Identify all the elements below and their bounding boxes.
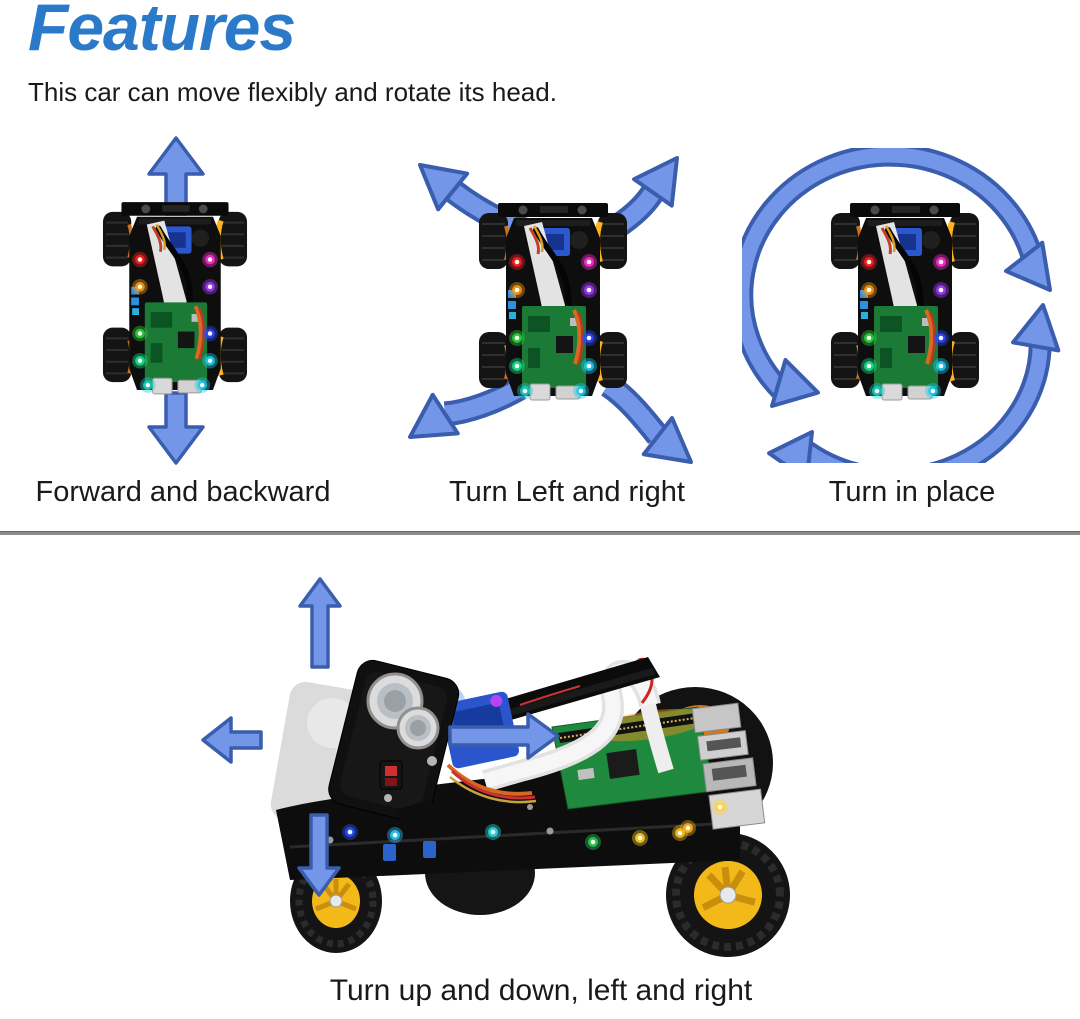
- rotation-arc-bottom-icon: [767, 299, 1068, 463]
- tilt-up-arrow-icon: [298, 577, 342, 669]
- robot-car-side-view: [276, 657, 790, 957]
- curved-arrow-bottom-left-icon: [400, 377, 527, 459]
- section-divider: [0, 531, 1080, 535]
- down-arrow-icon: [147, 391, 205, 465]
- curved-arrow-top-right-icon: [608, 142, 698, 239]
- page-subtitle: This car can move flexibly and rotate it…: [28, 77, 557, 107]
- figure-turn-left-right-illustration: [400, 142, 708, 470]
- figure-caption-turn-left-right: Turn Left and right: [449, 476, 685, 508]
- figure-head-pan-tilt-illustration: [201, 577, 790, 957]
- figure-caption-forward-backward: Forward and backward: [35, 476, 331, 508]
- figure-caption-turn-in-place: Turn in place: [828, 476, 996, 508]
- robot-car-top-view: [479, 203, 627, 400]
- figure-forward-backward-illustration: [80, 136, 290, 465]
- pan-right-arrow-icon: [448, 712, 560, 760]
- figure-caption-head-pan-tilt: Turn up and down, left and right: [329, 974, 753, 1007]
- rotation-arc-top-icon: [742, 148, 1071, 422]
- robot-car-top-view: [103, 202, 247, 394]
- tilt-down-arrow-icon: [297, 813, 341, 897]
- pan-left-arrow-icon: [201, 716, 263, 764]
- robot-car-top-view: [831, 203, 979, 400]
- page-title: Features: [28, 0, 296, 64]
- curved-arrow-bottom-right-icon: [600, 374, 708, 470]
- figure-turn-in-place-illustration: [742, 148, 1071, 463]
